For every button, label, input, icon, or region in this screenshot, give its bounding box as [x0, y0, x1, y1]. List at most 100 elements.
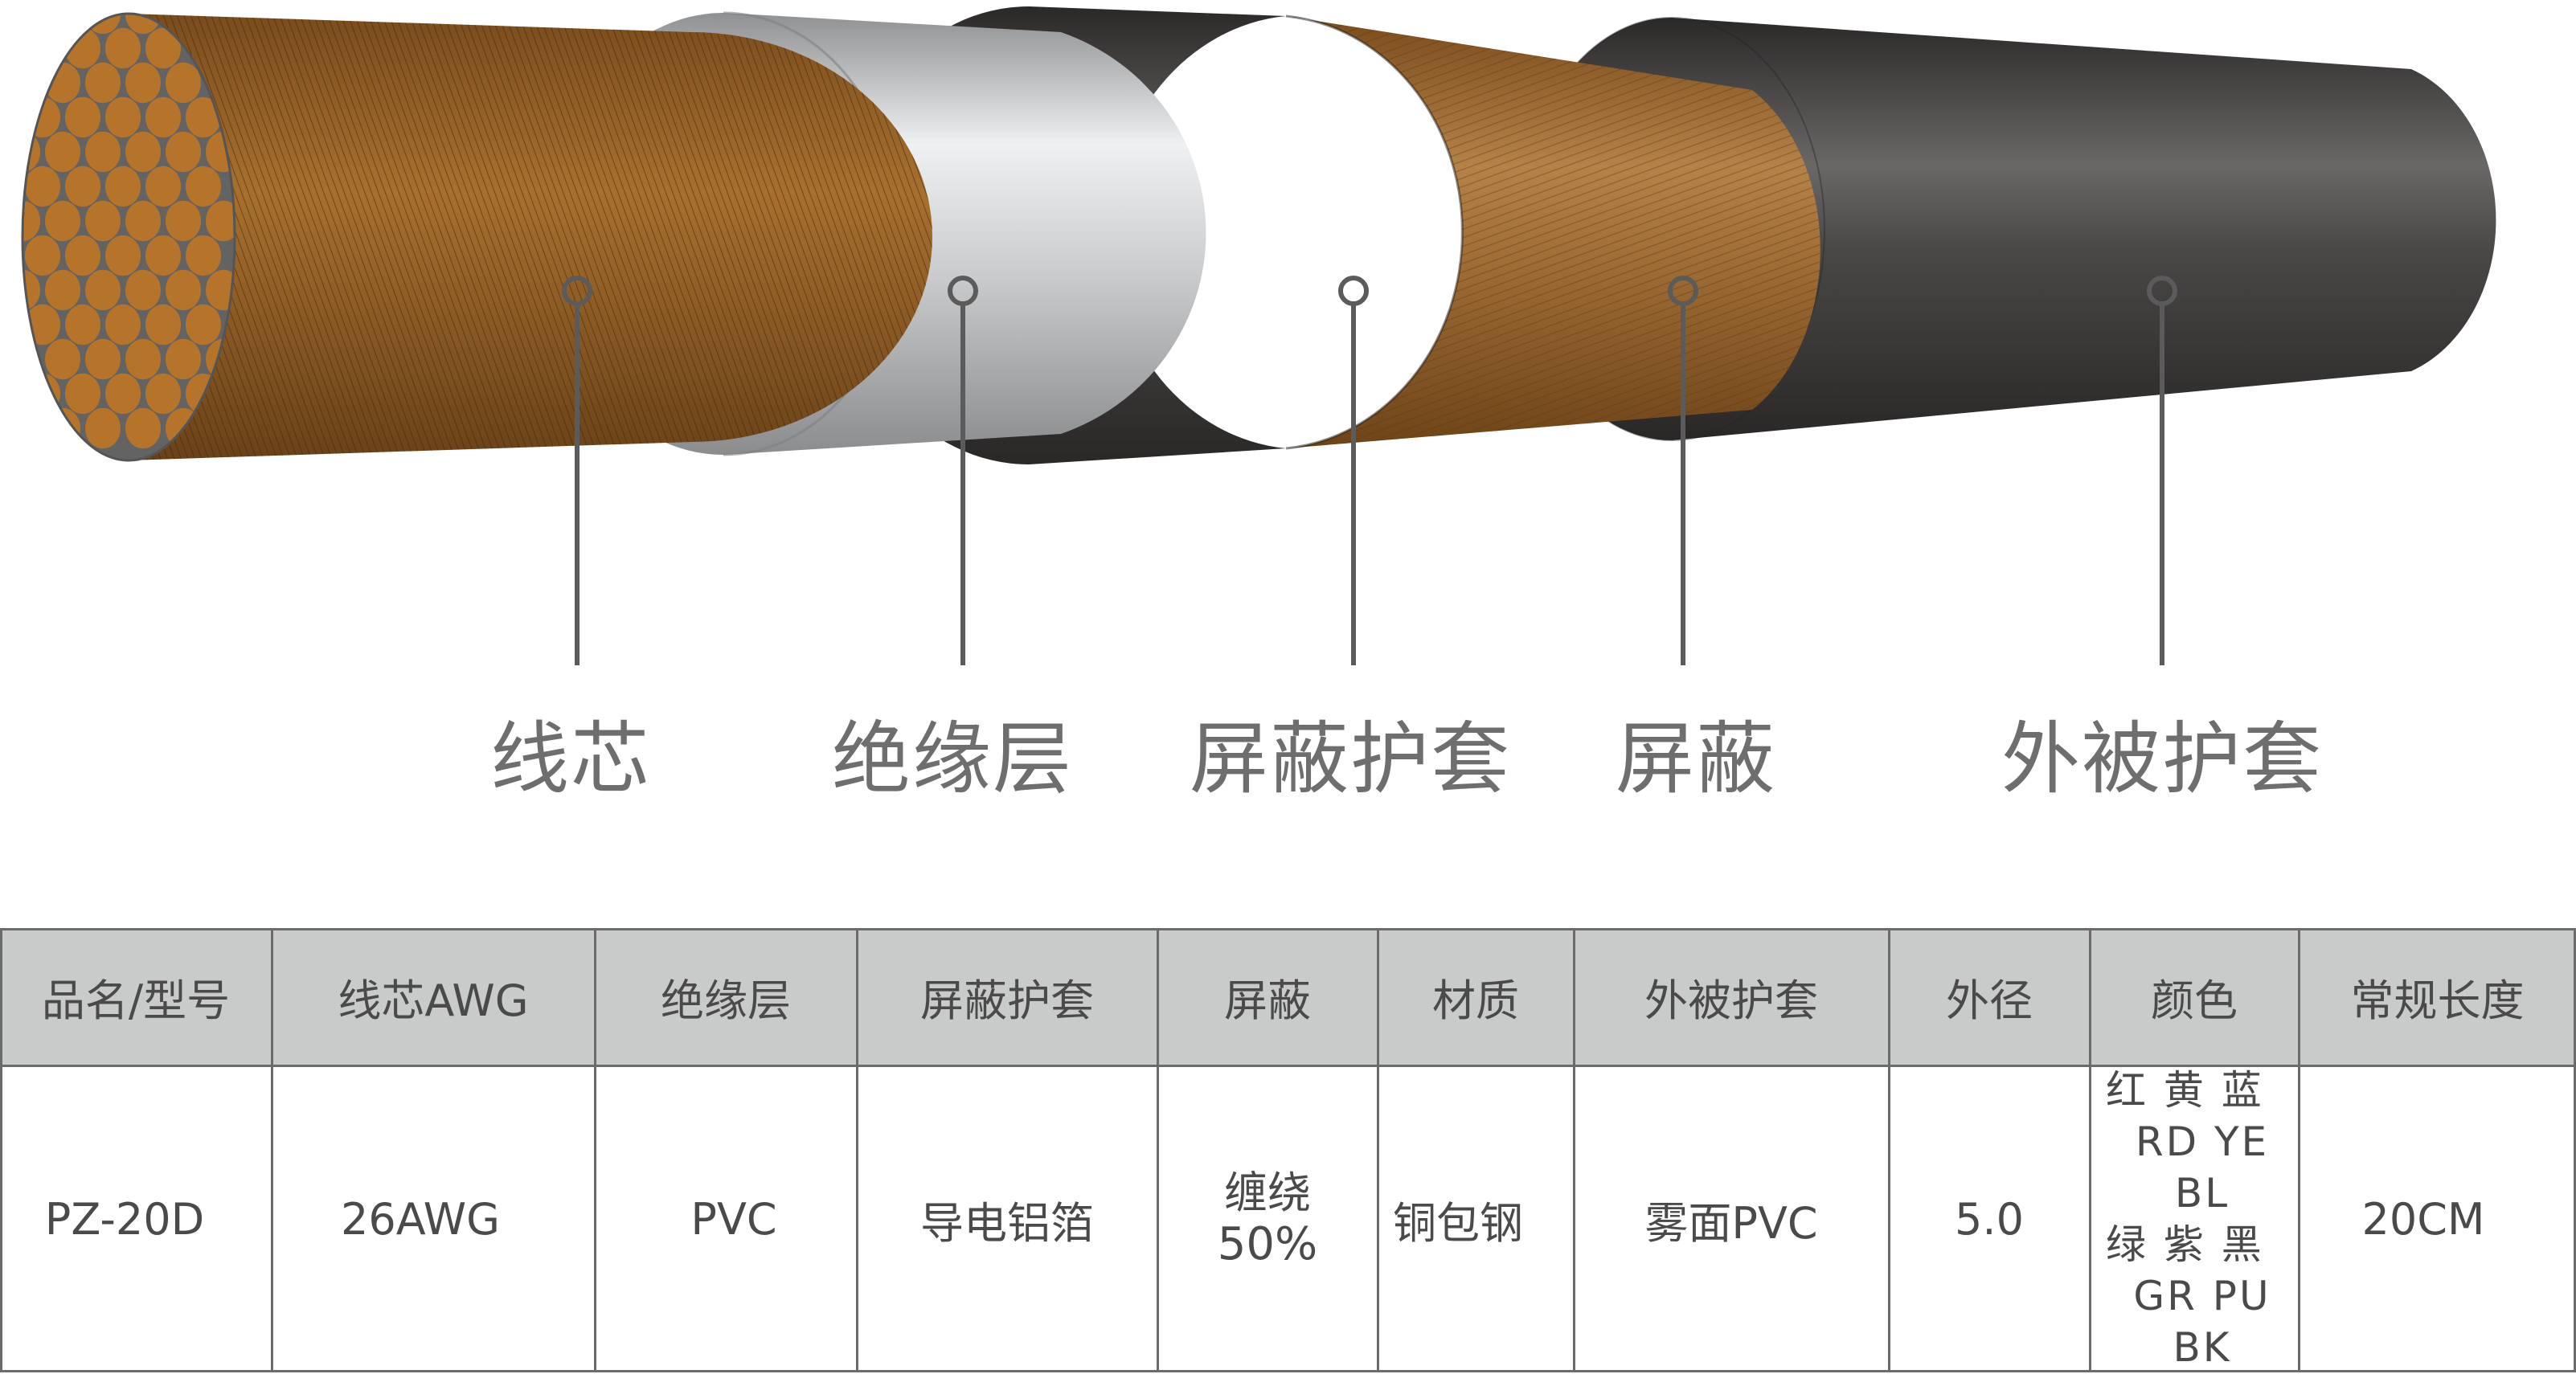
copper-strand	[165, 269, 202, 311]
copper-strand	[165, 131, 202, 173]
copper-strand	[24, 235, 61, 276]
header-material: 材质	[1378, 928, 1574, 1065]
color-line-3: 绿 紫 黑	[2106, 1221, 2264, 1268]
core-end-face	[21, 12, 236, 462]
copper-strand	[23, 200, 41, 242]
cable-diagram	[21, 6, 2496, 665]
copper-strand	[145, 373, 182, 415]
cell-length: 20CM	[2361, 1193, 2485, 1245]
leader-core	[562, 276, 592, 665]
copper-strand	[64, 166, 101, 207]
header-model: 品名/型号	[0, 928, 272, 1065]
copper-strand	[84, 338, 121, 380]
copper-strand	[44, 338, 81, 380]
copper-strand	[104, 304, 141, 346]
table-divider	[856, 928, 858, 1372]
copper-strand	[64, 235, 101, 276]
cell-shield-line1: 缠绕	[1224, 1167, 1311, 1218]
table-divider	[1377, 928, 1379, 1372]
table-divider	[2089, 928, 2091, 1372]
color-line-4: GR PU BK	[2133, 1273, 2271, 1371]
table-divider	[2298, 928, 2300, 1372]
core-body	[129, 14, 932, 460]
copper-strand	[44, 200, 81, 242]
copper-strand	[104, 235, 141, 276]
leader-shield-jacket	[1338, 276, 1369, 665]
header-insulation: 绝缘层	[595, 928, 857, 1065]
copper-strand	[125, 338, 162, 380]
copper-strand	[185, 235, 222, 276]
table-divider	[271, 928, 273, 1372]
table-border-header	[0, 1065, 2576, 1067]
label-core: 线芯	[489, 714, 652, 805]
header-length: 常规长度	[2299, 928, 2576, 1065]
table-divider	[1888, 928, 1890, 1372]
copper-strand	[104, 373, 141, 415]
cell-material: 铜包钢	[1393, 1197, 1523, 1249]
copper-strand	[125, 269, 162, 311]
copper-strand	[185, 166, 222, 207]
copper-strand	[24, 373, 61, 415]
copper-strand	[23, 131, 41, 173]
copper-strand	[125, 407, 162, 449]
copper-strand	[44, 131, 81, 173]
table-border-bottom	[0, 1370, 2576, 1372]
copper-strand	[104, 96, 141, 138]
label-outer-jacket: 外被护套	[2001, 714, 2324, 805]
cell-diameter: 5.0	[1955, 1193, 2024, 1245]
header-outer-jacket: 外被护套	[1574, 928, 1889, 1065]
color-line-1: 红 黄 蓝	[2106, 1067, 2264, 1114]
copper-strand	[145, 235, 182, 276]
copper-strand	[165, 200, 202, 242]
table-divider	[1573, 928, 1575, 1372]
cell-color: 红 黄 蓝 RD YE BL 绿 紫 黑 GR PU BK	[2090, 1065, 2299, 1372]
copper-strand	[185, 96, 222, 138]
cell-core: 26AWG	[341, 1193, 500, 1245]
copper-strand	[84, 269, 121, 311]
cell-insulation: PVC	[690, 1193, 777, 1245]
label-shield-jacket: 屏蔽护套	[1189, 714, 1512, 805]
copper-strand	[125, 14, 162, 35]
copper-strand	[23, 269, 41, 311]
cell-shield-jacket: 导电铝箔	[920, 1197, 1094, 1249]
copper-strand	[84, 62, 121, 104]
copper-strand	[44, 62, 81, 104]
copper-strand	[84, 200, 121, 242]
leader-shield	[1668, 276, 1698, 665]
copper-strand	[185, 304, 222, 346]
header-color: 颜色	[2090, 928, 2299, 1065]
copper-strand	[44, 269, 81, 311]
table-divider	[594, 928, 596, 1372]
copper-strand	[84, 131, 121, 173]
copper-strand	[64, 304, 101, 346]
label-shield: 屏蔽	[1615, 714, 1777, 805]
braid-shield	[1286, 16, 1820, 448]
copper-strand	[125, 62, 162, 104]
copper-strand	[64, 96, 101, 138]
copper-strand	[205, 200, 235, 242]
cell-shield-line2: 50%	[1217, 1218, 1318, 1270]
copper-strand	[165, 338, 202, 380]
table-border-top	[0, 928, 2576, 930]
label-insulation: 绝缘层	[831, 714, 1074, 805]
header-shield: 屏蔽	[1157, 928, 1378, 1065]
copper-strand	[145, 27, 182, 69]
copper-strand	[104, 27, 141, 69]
copper-strand	[84, 407, 121, 449]
copper-strand	[165, 62, 202, 104]
header-core: 线芯AWG	[272, 928, 595, 1065]
cell-shield: 缠绕 50%	[1157, 1065, 1378, 1372]
leader-insulation	[948, 276, 978, 665]
color-line-2: RD YE BL	[2135, 1118, 2270, 1217]
header-shield-jacket: 屏蔽护套	[857, 928, 1157, 1065]
header-diameter: 外径	[1889, 928, 2090, 1065]
table-divider	[0, 928, 2, 1372]
leader-outer-jacket	[2147, 276, 2177, 665]
copper-strand	[125, 200, 162, 242]
cell-outer-jacket: 雾面PVC	[1644, 1197, 1818, 1249]
copper-strand	[145, 166, 182, 207]
table-divider	[2574, 928, 2576, 1372]
copper-strand	[125, 131, 162, 173]
copper-strand	[145, 96, 182, 138]
copper-strand	[24, 166, 61, 207]
